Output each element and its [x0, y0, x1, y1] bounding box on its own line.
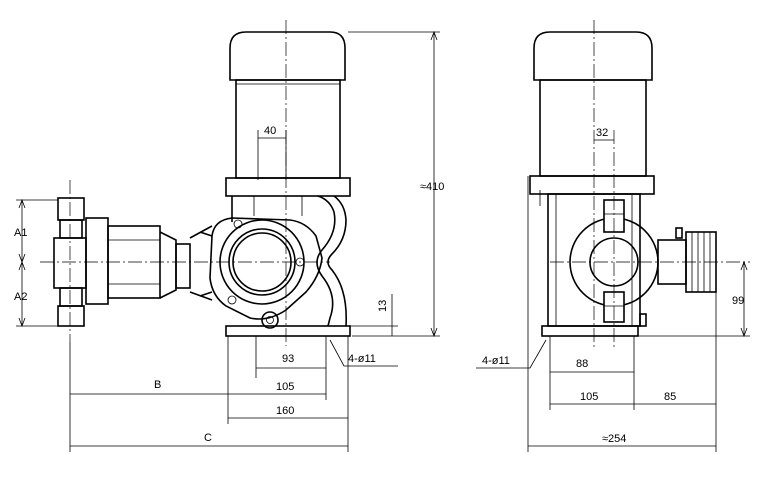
- front-valve-top: [57, 197, 85, 221]
- dim-b: B: [154, 379, 161, 391]
- dim-40: 40: [264, 125, 276, 137]
- label-a1: A1: [14, 227, 27, 239]
- front-motor-cap: [229, 31, 346, 81]
- dim-105-front: 105: [276, 381, 294, 393]
- hole-label-side: 4-ø11: [482, 355, 510, 367]
- dim-105-side: 105: [580, 391, 598, 403]
- front-pump-head: [209, 217, 323, 320]
- dim-13: 13: [377, 300, 389, 312]
- dim-32: 32: [596, 127, 608, 139]
- dim-93: 93: [282, 353, 294, 365]
- front-flange: [225, 177, 351, 197]
- dim-99: 99: [732, 295, 744, 307]
- dim-c: C: [204, 432, 212, 444]
- side-motor-body: [539, 79, 647, 177]
- front-base-plate: [225, 325, 351, 337]
- front-view: 40 ≈410 13 A1 A2 93 105 B 16: [14, 20, 444, 452]
- side-flange: [529, 175, 655, 195]
- front-pump-body: [231, 195, 336, 327]
- side-motor-cap: [533, 31, 653, 81]
- front-valve-bottom: [57, 305, 85, 327]
- dim-85: 85: [664, 391, 676, 403]
- dim-160: 160: [276, 405, 294, 417]
- side-base-plate: [541, 325, 639, 337]
- dim-88: 88: [576, 358, 588, 370]
- side-view: 32 99 88 105 85 ≈254 4-ø11: [476, 20, 750, 452]
- hole-label-front: 4-ø11: [348, 353, 376, 365]
- height-410: ≈410: [420, 181, 444, 193]
- label-a2: A2: [14, 291, 27, 303]
- front-motor-body: [235, 79, 341, 179]
- width-254: ≈254: [602, 433, 626, 445]
